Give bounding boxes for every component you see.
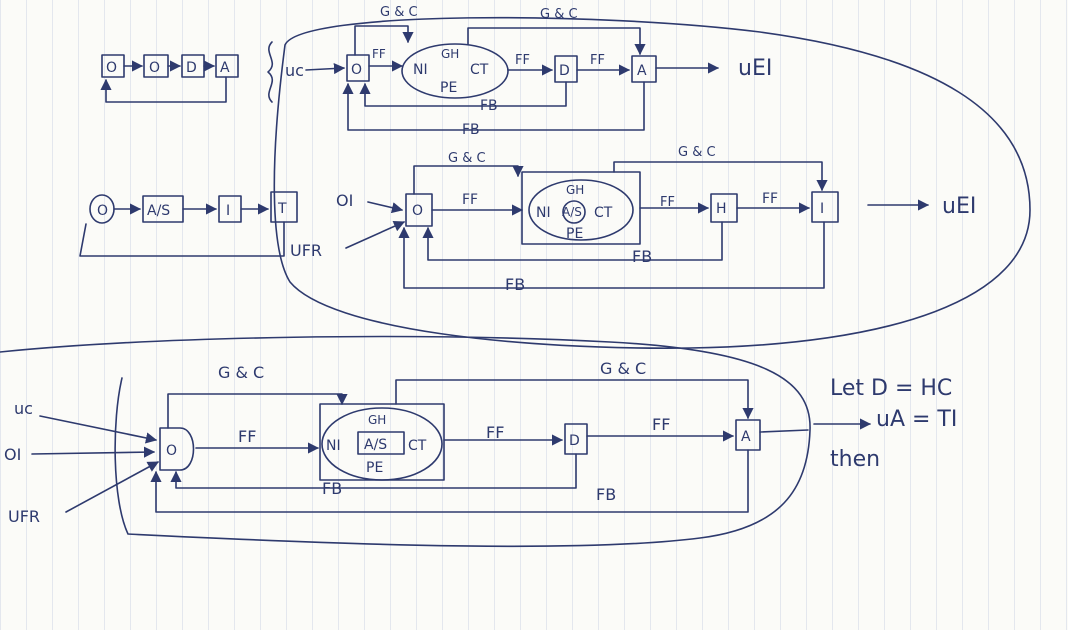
- enclosure-top: [273, 16, 1031, 349]
- brace: [267, 41, 274, 103]
- row2-ni: NI: [536, 205, 551, 221]
- row2-label-h: H: [716, 201, 727, 217]
- row1-ff-3: FF: [590, 53, 605, 68]
- row1-input-uc: uc: [285, 61, 304, 80]
- row3-ff-3: FF: [652, 415, 670, 434]
- row2-label-o2: O: [412, 203, 423, 219]
- mini-box-a: [215, 54, 239, 78]
- row-3: uc OI UFR O FF GH NI A/S CT PE FF D FF A…: [4, 359, 809, 526]
- row2-core-ellipse: [528, 179, 634, 241]
- row1-label-d: D: [559, 63, 570, 79]
- mini-label-o2: O: [149, 60, 160, 76]
- row2-gc-2: G & C: [678, 145, 716, 160]
- row2-label-i2: I: [820, 201, 824, 217]
- row2-as: A/S: [562, 205, 582, 219]
- row3-gc-1: G & C: [218, 363, 264, 382]
- row2-input-ufr: UFR: [290, 241, 322, 260]
- row2-ff-3: FF: [762, 191, 778, 207]
- row1-label-a: A: [637, 63, 647, 79]
- row2-as-circle: [562, 200, 586, 224]
- row3-core-ellipse: [321, 407, 443, 481]
- row1-output-uei: uEI: [738, 56, 772, 81]
- row2-fb-2: FB: [505, 275, 525, 294]
- row2-input-oi: OI: [336, 191, 353, 210]
- row3-input-uc: uc: [14, 399, 33, 418]
- enclosure-bottom: [0, 335, 811, 548]
- row2-gh: GH: [566, 183, 584, 197]
- row1-ni: NI: [413, 62, 428, 78]
- row3-ni: NI: [326, 438, 341, 454]
- row1-core-ellipse: [401, 43, 509, 99]
- row3-ff-2: FF: [486, 423, 504, 442]
- row2-gc-1: G & C: [448, 151, 486, 166]
- row1-gc-1: G & C: [380, 5, 418, 20]
- row1-label-o: O: [351, 62, 362, 78]
- row-2: O A/S I T OI UFR O FF GH NI A/S CT PE FF…: [79, 145, 976, 294]
- note-line-3: then: [830, 447, 880, 472]
- row2-label-as: A/S: [147, 203, 170, 219]
- row2-box-i2: [811, 191, 839, 223]
- mini-chain-top: O O D A: [100, 54, 239, 103]
- row3-input-ufr: UFR: [8, 507, 40, 526]
- row3-ff-1: FF: [238, 427, 256, 446]
- row3-input-oi: OI: [4, 445, 21, 464]
- row2-ff-1: FF: [462, 192, 478, 208]
- row3-fb-2: FB: [596, 485, 616, 504]
- row1-ff-2: FF: [515, 53, 530, 68]
- row3-as-box: [357, 431, 405, 455]
- row1-pe: PE: [440, 80, 457, 96]
- row2-output-uei: uEI: [942, 194, 976, 219]
- row3-label-o: O: [166, 443, 177, 459]
- row2-ct: CT: [594, 205, 613, 221]
- row1-gc-2: G & C: [540, 7, 578, 22]
- note-line-1: Let D = HC: [830, 376, 952, 401]
- row2-return-loop: [79, 221, 285, 257]
- row3-output-line: [759, 429, 809, 433]
- row3-label-a: A: [741, 429, 751, 445]
- row2-label-o: O: [97, 203, 108, 219]
- row2-fb-1: FB: [632, 247, 652, 266]
- mini-label-o: O: [106, 60, 117, 76]
- mini-label-d: D: [186, 60, 197, 76]
- row3-gate-o: [159, 427, 195, 471]
- row2-ff-2: FF: [660, 195, 675, 210]
- row1-gh: GH: [441, 47, 459, 61]
- row3-gc-2: G & C: [600, 359, 646, 378]
- mini-label-a: A: [220, 60, 230, 76]
- row3-pe: PE: [366, 460, 383, 476]
- row-1: uc O FF GH NI CT PE FF D FF A uEI G & C …: [285, 5, 772, 138]
- row2-label-i: I: [226, 203, 230, 219]
- notes: Let D = HC uA = TI then: [813, 376, 957, 472]
- row3-label-d: D: [569, 433, 580, 449]
- note-line-2: uA = TI: [876, 407, 957, 432]
- row2-label-t: T: [277, 201, 287, 217]
- row3-as: A/S: [364, 437, 387, 453]
- row2-pe: PE: [566, 226, 583, 242]
- row1-ff-1: FF: [372, 47, 386, 61]
- row3-ct: CT: [408, 438, 427, 454]
- row1-ct: CT: [470, 62, 489, 78]
- row1-box-o: [346, 54, 370, 82]
- row3-gh: GH: [368, 413, 386, 427]
